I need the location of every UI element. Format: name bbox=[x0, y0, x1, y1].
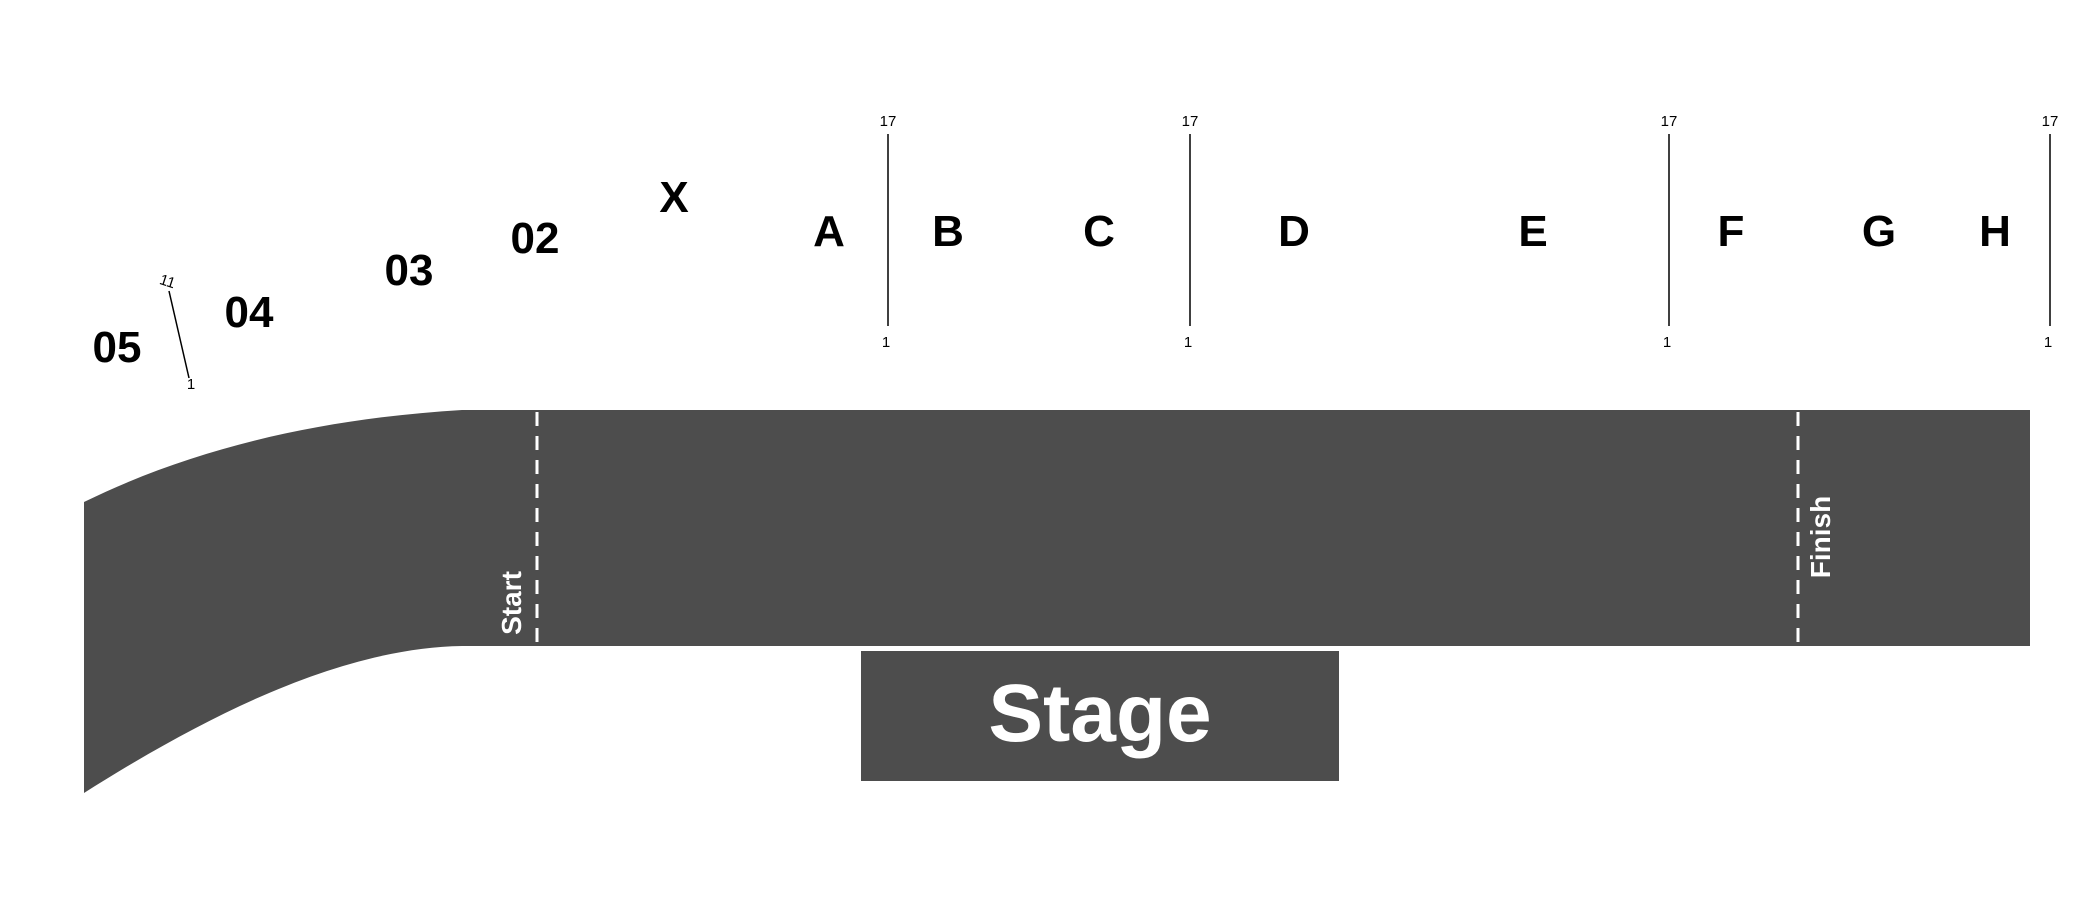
section-e[interactable]: E bbox=[1518, 207, 1547, 256]
section-03[interactable]: 03 bbox=[385, 246, 434, 295]
row-marker-curve-bottom: 1 bbox=[187, 376, 195, 393]
start-label: Start bbox=[496, 571, 527, 635]
row-marker-cd-top: 17 bbox=[1182, 113, 1199, 130]
row-marker-h-top: 17 bbox=[2042, 113, 2059, 130]
section-a[interactable]: A bbox=[813, 207, 845, 256]
row-marker-ef-bottom: 1 bbox=[1663, 334, 1671, 351]
stage bbox=[861, 651, 1339, 781]
row-marker-h-bottom: 1 bbox=[2044, 334, 2052, 351]
section-divider-curve bbox=[168, 290, 190, 379]
section-f[interactable]: F bbox=[1718, 207, 1745, 256]
track bbox=[84, 410, 2030, 793]
section-04[interactable]: 04 bbox=[225, 288, 274, 337]
row-marker-cd-bottom: 1 bbox=[1184, 334, 1192, 351]
row-marker-ab-bottom: 1 bbox=[882, 334, 890, 351]
section-02[interactable]: 02 bbox=[511, 214, 560, 263]
row-marker-curve-top: 11 bbox=[157, 271, 177, 292]
finish-label: Finish bbox=[1805, 496, 1836, 578]
section-05[interactable]: 05 bbox=[93, 323, 142, 372]
row-marker-ab-top: 17 bbox=[880, 113, 897, 130]
section-g[interactable]: G bbox=[1862, 207, 1896, 256]
section-h[interactable]: H bbox=[1979, 207, 2011, 256]
section-c[interactable]: C bbox=[1083, 207, 1115, 256]
section-b[interactable]: B bbox=[932, 207, 964, 256]
section-d[interactable]: D bbox=[1278, 207, 1310, 256]
row-marker-ef-top: 17 bbox=[1661, 113, 1678, 130]
stage-label: Stage bbox=[988, 668, 1211, 759]
section-x[interactable]: X bbox=[659, 173, 688, 222]
